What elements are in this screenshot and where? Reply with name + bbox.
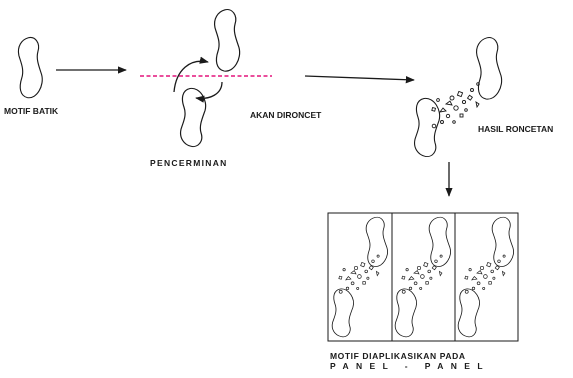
panel-3-motif (458, 217, 513, 337)
mirror-arrow-down (196, 82, 222, 98)
panels-group (328, 213, 518, 341)
panel-3 (455, 213, 518, 341)
panel-1-motif (332, 217, 387, 337)
roncetan-result (415, 38, 502, 157)
panel-2-motif (395, 217, 450, 337)
label-panel-panel: PANEL - PANEL (330, 361, 490, 371)
panel-2 (392, 213, 455, 341)
motif-mirror-top (215, 10, 240, 72)
arrow-mirror-to-result (305, 76, 414, 80)
label-motif-diaplikasikan: MOTIF DIAPLIKASIKAN PADA (330, 351, 466, 361)
label-motif-batik: MOTIF BATIK (4, 106, 58, 116)
label-hasil-roncetan: HASIL RONCETAN (478, 124, 553, 134)
panel-1 (328, 213, 392, 341)
motif-mirror-bottom (181, 88, 206, 146)
label-pencerminan: PENCERMINAN (150, 158, 228, 168)
motif-original (18, 37, 42, 97)
label-akan-dironcet: AKAN DIRONCET (250, 110, 321, 120)
